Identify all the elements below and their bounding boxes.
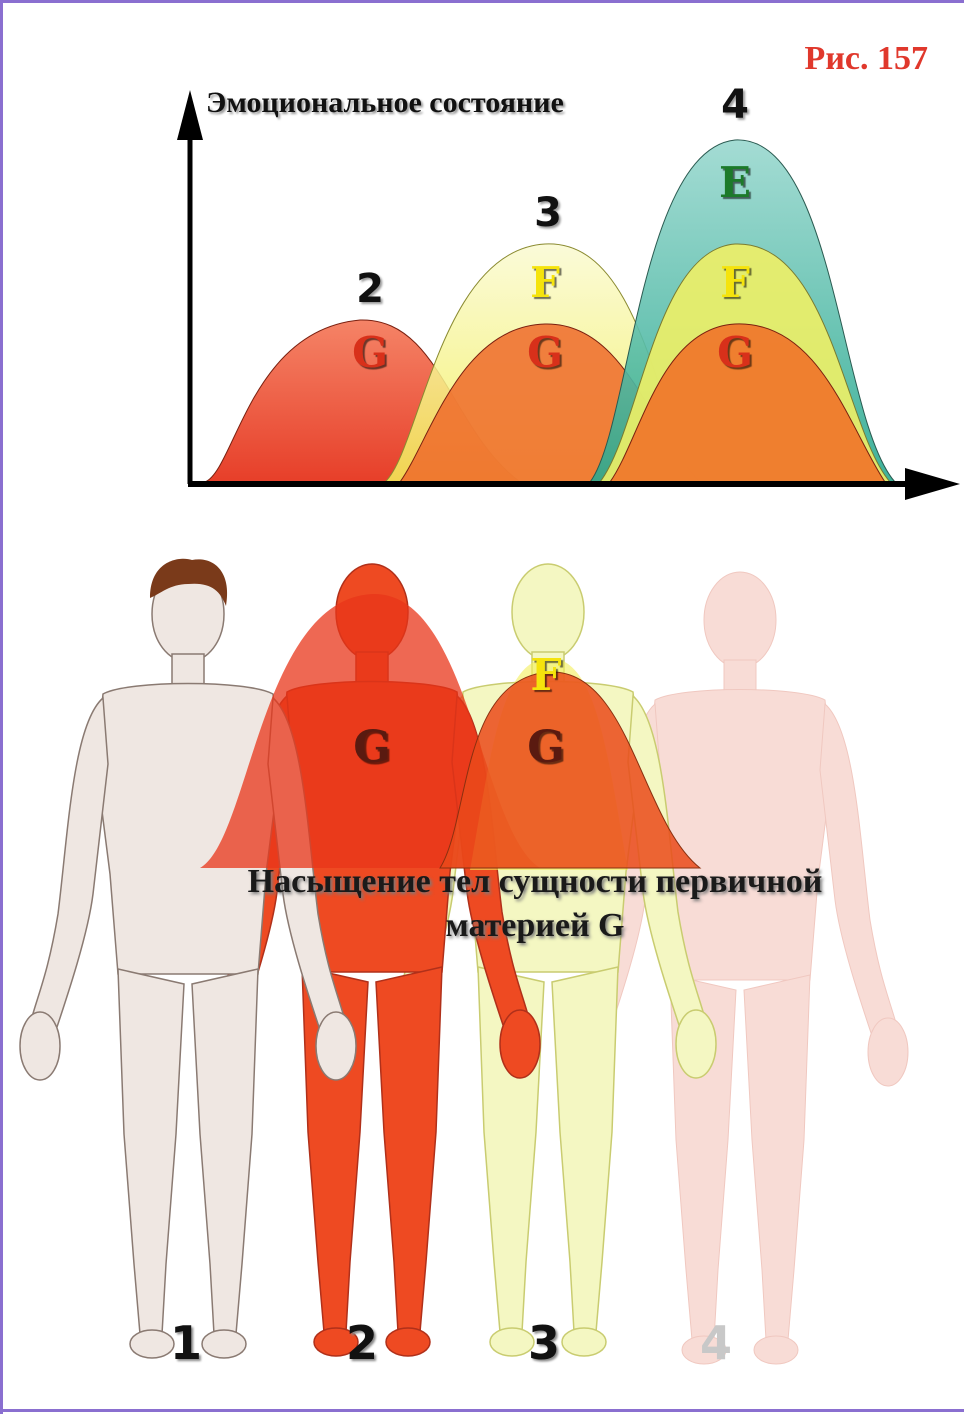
body-2-letter-g: G bbox=[353, 722, 391, 773]
body-number-1: 1 bbox=[170, 1316, 202, 1370]
caption-line-2: материей G bbox=[150, 904, 920, 948]
body-3-letter-g: G bbox=[527, 722, 565, 773]
body-number-4: 4 bbox=[700, 1316, 732, 1370]
body-number-3: 3 bbox=[528, 1316, 560, 1370]
caption-line-1: Насыщение тел сущности первичной bbox=[150, 860, 920, 904]
body-3-letter-f: F bbox=[530, 650, 561, 701]
caption: Насыщение тел сущности первичной материе… bbox=[150, 860, 920, 948]
body-number-2: 2 bbox=[346, 1316, 378, 1370]
